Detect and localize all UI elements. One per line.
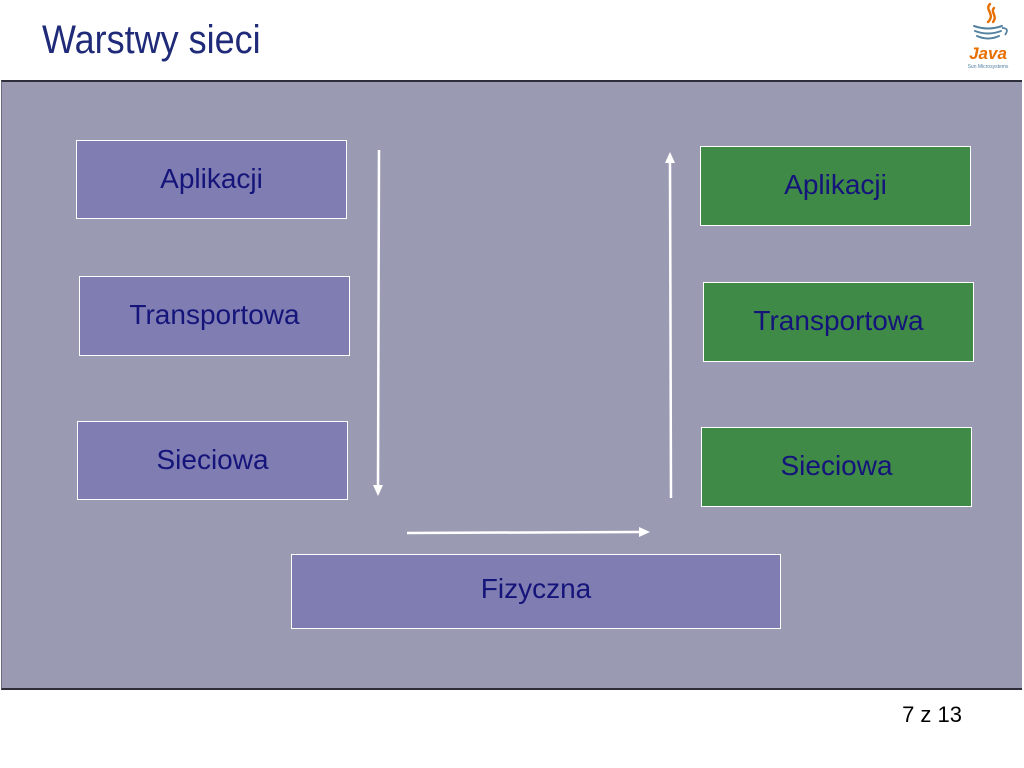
java-steam-cup-icon xyxy=(973,2,1008,40)
java-logo: Java Sun Microsystems xyxy=(958,2,1018,74)
java-logo-subtext: Sun Microsystems xyxy=(967,64,1009,70)
left-layer-transport: Transportowa xyxy=(79,276,350,356)
java-logo-wordmark: Java xyxy=(969,44,1007,63)
left-layer-network: Sieciowa xyxy=(77,421,348,500)
slide-title: Warstwy sieci xyxy=(42,18,261,62)
right-layer-application: Aplikacji xyxy=(700,146,971,226)
left-layer-application: Aplikacji xyxy=(76,140,347,219)
page-number: 7 z 13 xyxy=(902,702,962,727)
right-layer-network: Sieciowa xyxy=(701,427,972,507)
right-layer-transport: Transportowa xyxy=(703,282,974,362)
bottom-layer-physical: Fizyczna xyxy=(291,554,781,629)
